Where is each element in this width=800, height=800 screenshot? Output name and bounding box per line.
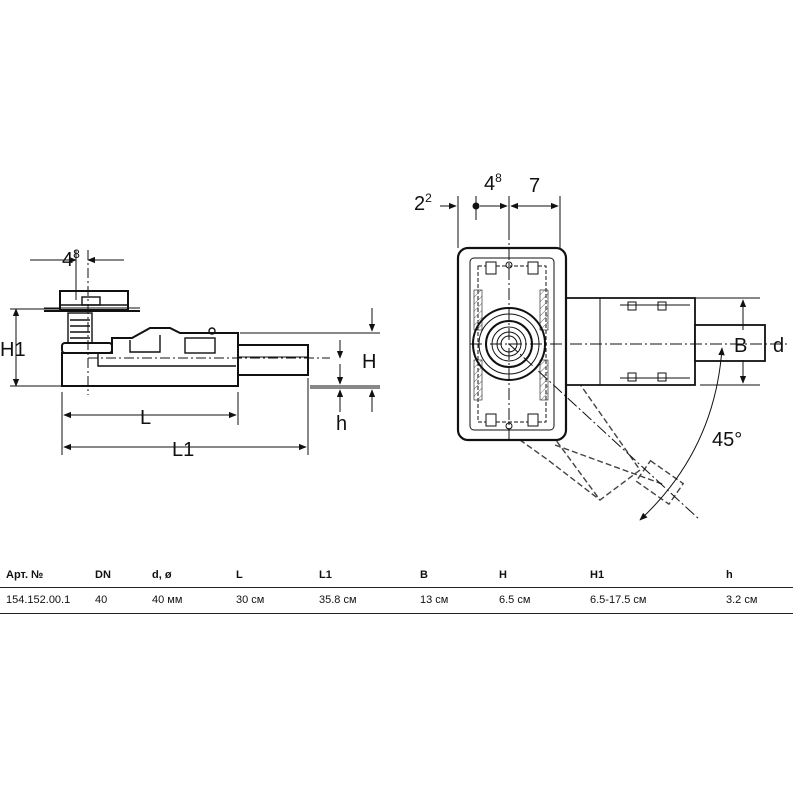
top-dim-48: 4 [484,173,495,195]
cell-art-no: 154.152.00.1 [6,594,71,606]
table-row: 154.152.00.1 40 40 мм 30 см 35.8 см 13 с… [0,588,793,614]
table-header-row: Арт. № DN d, ø L L1 B H H1 h [0,563,793,588]
angle-label: 45° [712,429,742,451]
svg-text:22: 22 [414,191,432,215]
col-L1: L1 [319,569,332,581]
technical-drawing: 48 H1 H h L L1 [0,171,790,521]
label-L: L [140,407,151,429]
col-H1: H1 [590,569,605,581]
cell-L1: 35.8 см [319,594,357,606]
top-dim-7: 7 [529,175,540,197]
label-H: H [362,351,376,373]
label-L1: L1 [172,439,194,461]
cell-H: 6.5 см [499,594,531,606]
label-H1: H1 [0,339,26,361]
col-h: h [726,569,733,581]
top-dimensions [440,196,760,521]
side-view [44,290,309,387]
side-dimensions [10,250,380,455]
svg-text:48: 48 [484,171,502,195]
col-dn: DN [95,569,111,581]
label-d: d [773,335,784,357]
label-h: h [336,413,347,435]
col-H: H [499,569,507,581]
side-dim-48: 4 [62,249,73,271]
cell-H1: 6.5-17.5 см [590,594,647,606]
svg-text:48: 48 [62,247,80,271]
col-L: L [236,569,243,581]
cell-B: 13 см [420,594,449,606]
cell-h: 3.2 см [726,594,758,606]
cell-dn: 40 [95,594,108,606]
col-art-no: Арт. № [6,569,44,581]
cell-L: 30 см [236,594,265,606]
label-B: B [734,335,747,357]
cell-d: 40 мм [152,594,183,606]
col-B: B [420,569,428,581]
top-dim-22: 2 [414,193,425,215]
specs-table: Арт. № DN d, ø L L1 B H H1 h 154.152.00.… [0,563,793,614]
col-d: d, ø [152,569,172,581]
